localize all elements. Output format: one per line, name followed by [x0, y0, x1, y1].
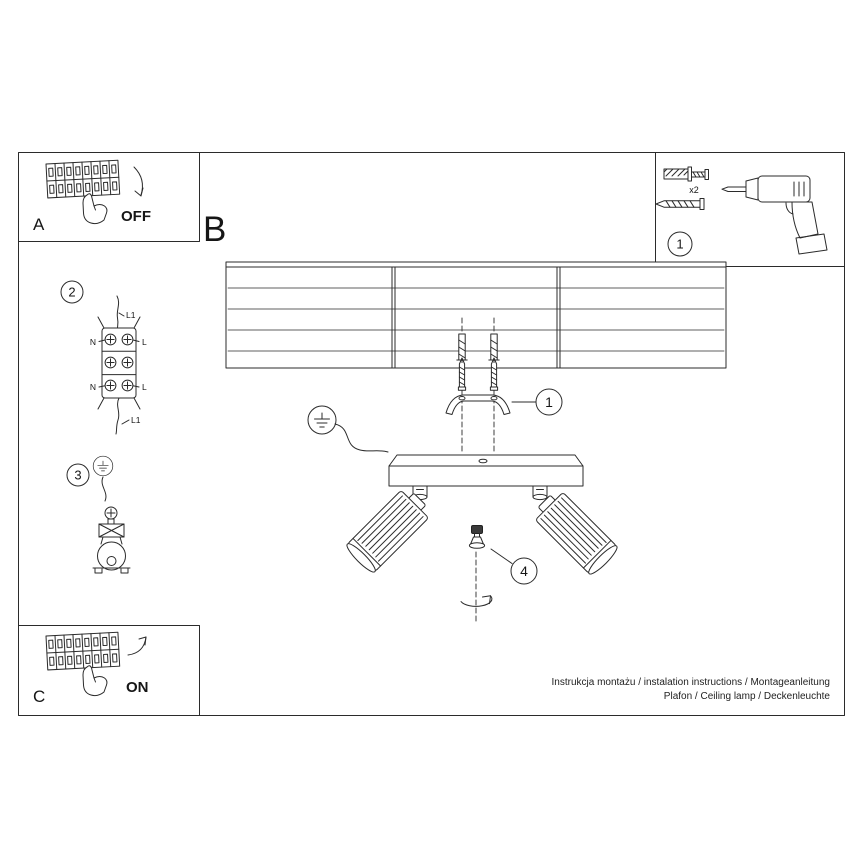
section-a-label: A [33, 215, 45, 234]
step-1-mount-badge: 1 [511, 388, 563, 416]
terminal-screw-icon [104, 379, 117, 392]
ground-icon [92, 455, 114, 477]
footer-line-2: Plafon / Ceiling lamp / Deckenleuchte [664, 691, 831, 702]
terminal-screw-icon [121, 333, 134, 346]
footer-line-1: Instrukcja montażu / instalation instruc… [552, 677, 831, 688]
step-3-badge: 3 [66, 463, 90, 487]
screw-icon [655, 198, 705, 210]
terminal-screw-icon [104, 356, 117, 369]
wire-label-n-top: N [90, 337, 96, 347]
terminal-screw-icon [104, 333, 117, 346]
rotation-arrow-icon [460, 551, 493, 625]
svg-text:4: 4 [520, 563, 528, 579]
drill-icon [721, 175, 828, 255]
on-label: ON [126, 679, 149, 696]
terminal-screw-icon [121, 379, 134, 392]
wire-label-n-bottom: N [90, 382, 96, 392]
power-on-panel: C ON [33, 631, 149, 706]
lamp-base-top [388, 454, 584, 467]
adjust-knob-cap [471, 525, 483, 534]
tools-panel: x2 1 [655, 166, 828, 257]
power-off-panel: A OFF [33, 159, 151, 234]
sheet-frame [18, 152, 845, 716]
svg-text:1: 1 [676, 237, 683, 252]
svg-text:2: 2 [68, 285, 75, 300]
step-2-badge: 2 [60, 280, 84, 304]
section-b-label: B [203, 210, 226, 249]
anchors-qty-label: x2 [689, 185, 699, 195]
arrow-down-icon [133, 166, 144, 197]
ground-connection [307, 405, 389, 453]
wall-plug-icon [663, 166, 709, 182]
arrow-up-icon [127, 636, 147, 656]
wire-label-l1-bottom: L1 [131, 415, 141, 425]
terminal-screw-icon [121, 356, 134, 369]
lamp-assembly [343, 454, 621, 578]
off-label: OFF [121, 208, 151, 225]
wiring-diagram: 2 L1 N L N L L1 [60, 280, 147, 435]
step-1-tools-badge: 1 [667, 231, 693, 257]
wire-label-l1-top: L1 [126, 310, 136, 320]
ground-icon [307, 405, 337, 435]
wire-label-l-top: L [142, 337, 147, 347]
grounding-diagram: 3 [66, 455, 131, 574]
adjustment-detail: 4 [460, 525, 538, 625]
svg-text:3: 3 [74, 468, 81, 483]
wire-label-l-bottom: L [142, 382, 147, 392]
lamp-base-front [388, 465, 584, 487]
ceiling-panel [225, 261, 727, 369]
footer: Instrukcja montażu / instalation instruc… [552, 677, 831, 702]
mounting-bracket [445, 394, 511, 415]
section-c-label: C [33, 687, 45, 706]
svg-text:1: 1 [545, 394, 553, 410]
wall-plug-icon [488, 333, 500, 361]
wall-plug-icon [456, 333, 468, 361]
step-4-badge: 4 [510, 557, 538, 585]
cable-clamp-icon [92, 506, 131, 574]
